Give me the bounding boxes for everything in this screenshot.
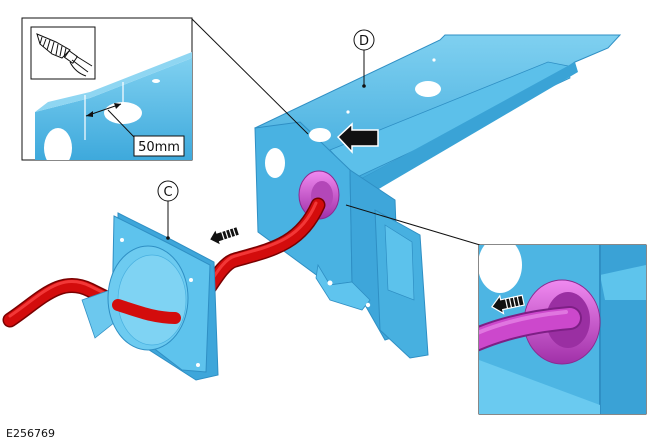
callout-c: C [157,180,179,240]
cable-pull-arrow-icon [208,225,241,247]
figure-id: E256769 [6,427,55,440]
inset-drill-leader [190,17,309,135]
inset-grommet-detail [478,244,647,415]
inset-drill-detail: 50mm [21,17,193,161]
red-cable-front [112,299,181,324]
direction-arrow-icon [490,294,525,315]
callout-d: D [353,29,375,88]
svg-text:D: D [359,34,369,49]
dimension-label-box [133,135,185,157]
insert-arrow-icon [336,122,379,154]
svg-text:C: C [163,185,172,200]
inset-grommet-leader [345,204,481,246]
step-drill-bit-icon [30,26,96,80]
connector-plate [81,212,219,381]
dimension-label: 50mm [138,140,180,155]
